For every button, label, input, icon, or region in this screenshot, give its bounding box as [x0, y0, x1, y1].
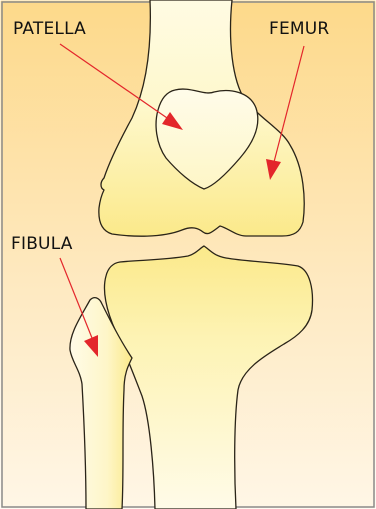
- fibula-label: FIBULA: [11, 236, 73, 253]
- femur-label: FEMUR: [269, 21, 329, 38]
- patella-label: PATELLA: [13, 21, 86, 38]
